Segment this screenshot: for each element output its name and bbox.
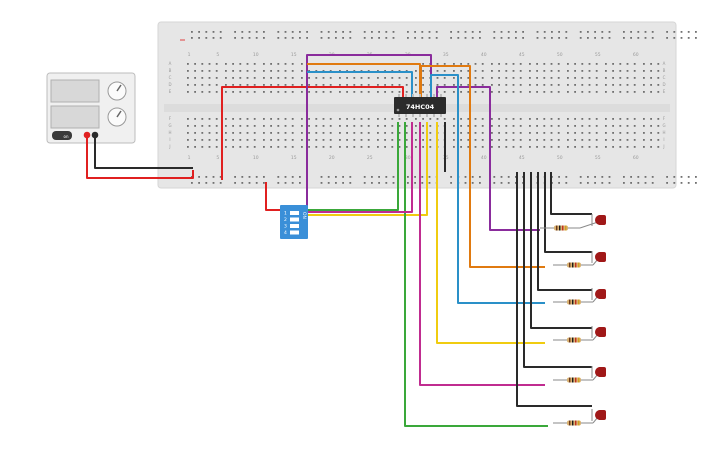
purple-wire-output[interactable]: [436, 86, 540, 231]
column-number-top: 5: [216, 52, 219, 58]
row-letter: E: [169, 89, 172, 94]
column-number-bottom: 40: [481, 155, 487, 161]
led-5[interactable]: [553, 366, 606, 383]
resistor[interactable]: [567, 262, 581, 268]
orange-wire-output[interactable]: [420, 65, 545, 268]
row-letter: G: [168, 123, 171, 128]
row-letter: I: [169, 137, 170, 142]
row-letter: F: [169, 116, 172, 121]
led-1[interactable]: [540, 214, 606, 231]
black-wire-led-2[interactable]: [544, 172, 592, 253]
led-2[interactable]: [553, 251, 606, 268]
column-number-top: 60: [633, 52, 639, 58]
dip-number: 4: [284, 230, 287, 236]
led-4[interactable]: [553, 326, 606, 343]
column-number-top: 1: [188, 52, 191, 58]
dip-toggle[interactable]: [290, 230, 299, 235]
breadboard-holes: [187, 31, 697, 184]
current-display: [50, 105, 100, 129]
resistor[interactable]: [567, 337, 581, 343]
column-number-top: 10: [253, 52, 259, 58]
voltage-display: [50, 79, 100, 103]
column-number-top: 35: [443, 52, 449, 58]
column-number-bottom: 15: [291, 155, 297, 161]
green-wire-input[interactable]: [306, 122, 399, 211]
led-3[interactable]: [553, 288, 606, 305]
dip-toggle[interactable]: [290, 211, 299, 215]
led-6[interactable]: [553, 409, 606, 426]
column-number-bottom: 45: [519, 155, 525, 161]
column-number-top: 15: [291, 52, 297, 58]
dip-number: 3: [284, 224, 287, 230]
row-letter: C: [663, 75, 666, 80]
magenta-wire-output[interactable]: [419, 122, 545, 386]
row-letter: I: [663, 137, 664, 142]
resistor[interactable]: [554, 225, 568, 231]
blue-wire-output[interactable]: [430, 74, 545, 304]
column-number-bottom: 25: [367, 155, 373, 161]
column-number-bottom: 1: [188, 155, 191, 161]
row-letter: G: [662, 123, 665, 128]
power-wire-negative[interactable]: [94, 135, 193, 169]
row-letter: B: [663, 68, 666, 73]
column-number-bottom: 55: [595, 155, 601, 161]
column-number-bottom: 20: [329, 155, 335, 161]
yellow-wire-input[interactable]: [306, 122, 428, 216]
column-number-top: 55: [595, 52, 601, 58]
resistor[interactable]: [567, 377, 581, 383]
pin1-marker: [396, 108, 400, 112]
resistor[interactable]: [567, 299, 581, 305]
black-wire-led-1[interactable]: [550, 172, 592, 215]
power-button-label: on: [64, 134, 69, 139]
ic-chip[interactable]: 74HC04: [394, 94, 446, 117]
chip-label: 74HC04: [406, 103, 435, 111]
dip-toggle[interactable]: [290, 224, 299, 228]
row-letter: J: [662, 144, 664, 149]
row-letter: D: [662, 82, 665, 87]
row-letter: E: [663, 89, 666, 94]
power-supply: on: [46, 72, 136, 144]
led-array: [540, 214, 606, 426]
yellow-wire-output[interactable]: [436, 122, 545, 344]
column-number-top: 50: [557, 52, 563, 58]
column-number-bottom: 30: [405, 155, 411, 161]
power-wire-positive[interactable]: [86, 135, 194, 179]
row-letter: H: [662, 130, 665, 135]
dip-number: 2: [284, 217, 287, 223]
row-letter: F: [663, 116, 666, 121]
column-number-bottom: 60: [633, 155, 639, 161]
row-letter: D: [168, 82, 171, 87]
row-letter: C: [169, 75, 172, 80]
green-wire-output[interactable]: [404, 122, 548, 427]
black-wire-led-5[interactable]: [523, 172, 592, 368]
row-letter: B: [169, 68, 172, 73]
black-wire-led-4[interactable]: [530, 172, 592, 329]
row-letter: A: [663, 61, 666, 66]
black-wire-led-6[interactable]: [516, 172, 592, 407]
column-number-bottom: 50: [557, 155, 563, 161]
column-number-bottom: 5: [216, 155, 219, 161]
blue-wire-1[interactable]: [307, 71, 413, 100]
column-number-top: 40: [481, 52, 487, 58]
dip-toggle[interactable]: [290, 217, 299, 222]
red-wire-vcc[interactable]: [221, 86, 404, 180]
resistor[interactable]: [567, 420, 581, 426]
row-letter: H: [168, 130, 171, 135]
row-letter: J: [168, 144, 170, 149]
dip-on-label: ON: [301, 212, 307, 219]
column-number-top: 45: [519, 52, 525, 58]
column-number-bottom: 10: [253, 155, 259, 161]
chip-pins: [398, 94, 442, 117]
black-wire-led-3[interactable]: [537, 172, 592, 291]
magenta-wire-input[interactable]: [306, 122, 413, 213]
row-letter: A: [169, 61, 172, 66]
dip-number: 1: [284, 211, 287, 217]
power-button[interactable]: [52, 131, 72, 140]
